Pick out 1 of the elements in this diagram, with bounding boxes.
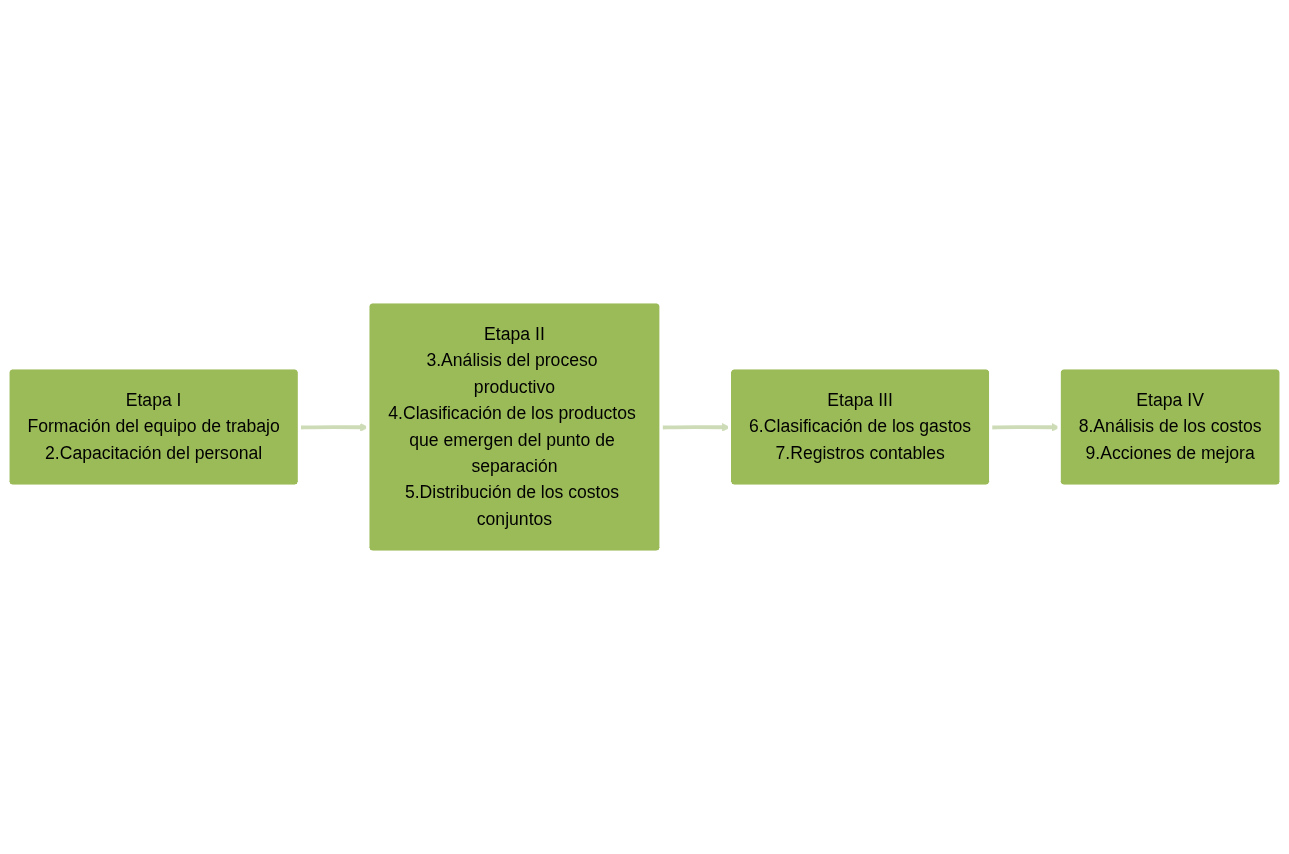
arrow bbox=[991, 423, 1060, 432]
